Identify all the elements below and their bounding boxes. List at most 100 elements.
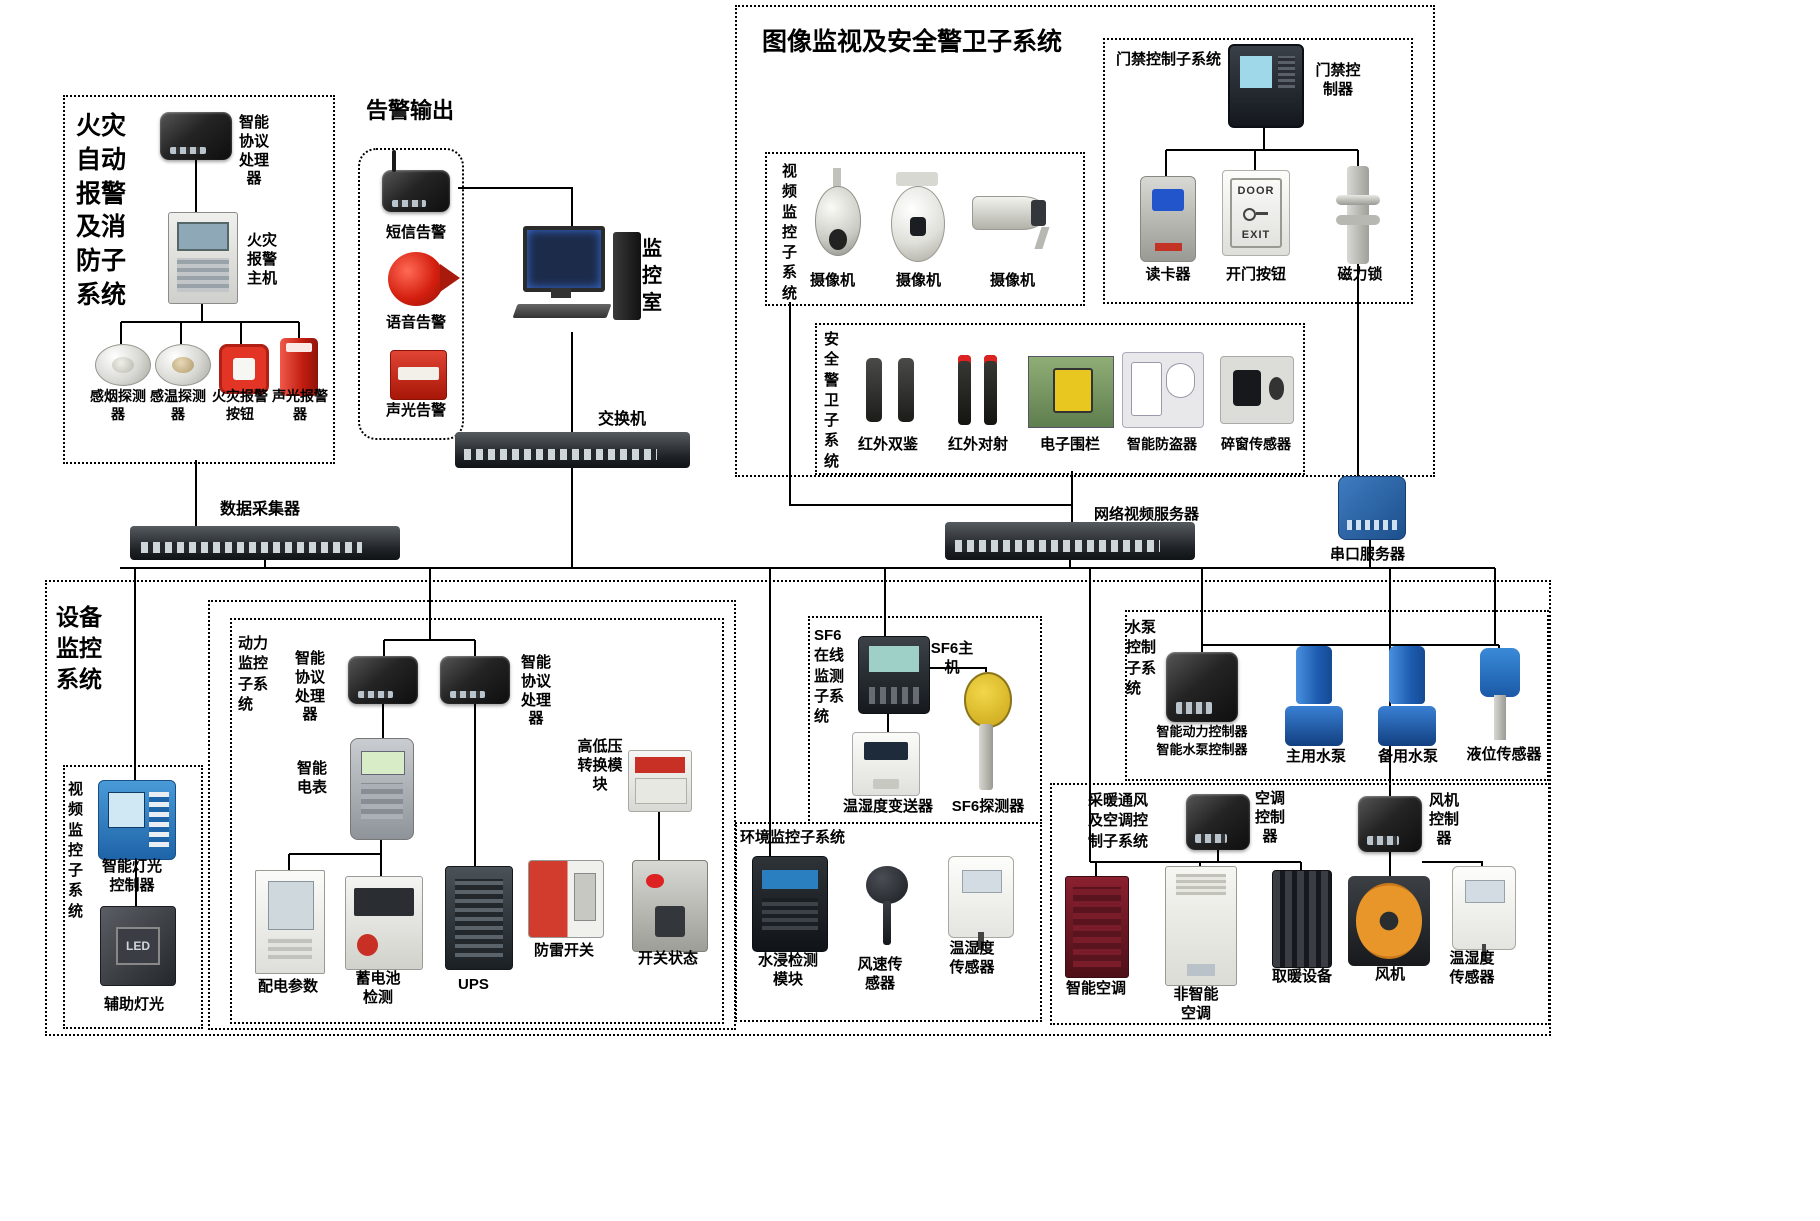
burglar-alarm-label: 智能防盗器	[1127, 436, 1197, 452]
security-sub-title: 安全警卫子系统	[824, 331, 840, 470]
fan-controller-device	[1358, 796, 1422, 852]
heater-device	[1272, 870, 1332, 968]
backup-pump-label: 备用水泵	[1377, 748, 1438, 765]
power-sub-box	[230, 618, 724, 1024]
cabinet-ac-device	[1165, 866, 1237, 986]
water-module-label: 水浸检测模块	[757, 952, 818, 988]
fan-device	[1348, 876, 1430, 966]
wind-sensor-device	[852, 862, 922, 950]
pump-sub-title: 水泵控制子系统	[1126, 619, 1157, 697]
power-protocol-processor-2	[440, 656, 510, 704]
env-sub-box	[735, 822, 1042, 1022]
camera-label-2: 摄像机	[896, 272, 942, 289]
magnetic-lock-label: 磁力锁	[1337, 266, 1383, 283]
power-params-label: 配电参数	[257, 978, 318, 995]
voice-alarm-device	[388, 252, 460, 306]
video-server-label: 网络视频服务器	[1094, 506, 1200, 523]
smoke-detector-label: 感烟探测器	[90, 388, 146, 422]
door-button-device: DOOR EXIT	[1222, 170, 1290, 256]
surveillance-title: 图像监视及安全警卫子系统	[762, 28, 1063, 56]
lightning-switch-label: 防雷开关	[533, 942, 594, 959]
humidity-sensor2-device	[1452, 866, 1516, 963]
window-sensor-device	[1220, 356, 1294, 424]
card-reader-device	[1140, 176, 1196, 262]
sms-alarm-device	[382, 150, 450, 212]
hv-lv-module-device	[628, 750, 692, 812]
window-sensor-label: 碎窗传感器	[1221, 436, 1291, 452]
light-controller-device	[98, 780, 176, 860]
wires-fire	[120, 160, 300, 526]
fire-host-label: 火灾报警主机	[246, 232, 277, 287]
fire-protocol-label: 智能协议处理器	[238, 114, 269, 188]
ups-device	[445, 866, 513, 970]
camera-ball	[890, 185, 946, 263]
data-collector-device	[130, 526, 400, 560]
light-controller-label: 智能灯光控制器	[101, 858, 162, 894]
battery-test-label: 蓄电池检测	[355, 970, 401, 1006]
main-pump-device	[1282, 646, 1346, 746]
sound-light-alert-label: 声光告警	[385, 402, 446, 419]
bullet-camera-device	[972, 186, 1060, 254]
door-button-text-exit: EXIT	[1241, 229, 1271, 242]
data-collector-label: 数据采集器	[220, 501, 301, 518]
humidity-transmitter-device	[852, 732, 920, 796]
video-sub-box	[765, 152, 1085, 306]
camera-label-3: 摄像机	[990, 272, 1036, 289]
door-button-label: 开门按钮	[1225, 266, 1286, 283]
ups-label: UPS	[458, 976, 489, 993]
switch-label: 交换机	[598, 411, 647, 428]
led-panel-text: LED	[116, 927, 160, 965]
electronic-fence-device	[1028, 356, 1114, 428]
hv-lv-module-label: 高低压转换模块	[577, 738, 623, 793]
sound-light-alert-device	[390, 350, 447, 400]
switch-status-label: 开关状态	[637, 950, 698, 967]
fan-controller-label: 风机控制器	[1428, 792, 1459, 847]
monitor-room-title: 监控室	[642, 238, 662, 314]
serial-server-label: 串口服务器	[1330, 546, 1406, 563]
camera-mount	[833, 168, 841, 190]
aux-light-label: 辅助灯光	[103, 996, 164, 1013]
power-protocol-processor-1	[348, 656, 418, 704]
smoke-detector-device	[95, 344, 151, 386]
e-fence-label: 电子围栏	[1039, 436, 1100, 453]
pump-sub-box	[1125, 610, 1549, 781]
smart-meter-label: 智能电表	[296, 760, 327, 796]
ir-beam-label: 红外对射	[947, 436, 1008, 453]
computer-screen	[523, 226, 605, 292]
fire-button-device	[219, 344, 269, 394]
main-switch-device	[455, 432, 690, 468]
wind-sensor-label: 风速传感器	[857, 956, 903, 992]
power-protocol-label-1: 智能协议处理器	[294, 650, 325, 724]
ir-dual-device	[858, 352, 922, 428]
sf6-detector-label: SF6探测器	[951, 798, 1025, 815]
temp-detector-device	[155, 344, 211, 386]
power-outer-box	[208, 600, 736, 1030]
wires-surveillance	[789, 124, 1359, 522]
monitor-room-computer	[512, 226, 641, 332]
sf6-host-label: SF6主机	[930, 640, 974, 676]
backup-pump-device	[1375, 646, 1439, 746]
key-icon	[1242, 207, 1269, 221]
voice-alarm-label: 语音告警	[385, 314, 446, 331]
sf6-host-device	[858, 636, 930, 714]
level-sensor-device	[1468, 648, 1532, 742]
power-params-device	[255, 870, 325, 974]
camera-dome	[814, 186, 862, 256]
sms-alarm-label: 短信告警	[385, 224, 446, 241]
hvac-sub-title: 采暖通风及空调控制子系统	[1088, 792, 1149, 850]
serial-server-device	[1338, 476, 1406, 540]
lightning-switch-device	[528, 860, 604, 938]
sf6-sub-title: SF6在线监测子系统	[814, 627, 845, 725]
dome-camera-device	[806, 168, 868, 268]
fan-label: 风机	[1374, 966, 1405, 983]
smart-meter-device	[350, 738, 414, 840]
camera-mount	[895, 172, 939, 186]
ir-beam-device	[950, 352, 1005, 428]
ac-controller-label: 空调控制器	[1254, 790, 1285, 845]
sound-light-alarm-device	[280, 338, 318, 396]
pump-controller-device	[1166, 652, 1238, 722]
wires-bottom	[134, 568, 1500, 906]
battery-test-device	[345, 876, 423, 970]
main-pump-label: 主用水泵	[1285, 748, 1346, 765]
